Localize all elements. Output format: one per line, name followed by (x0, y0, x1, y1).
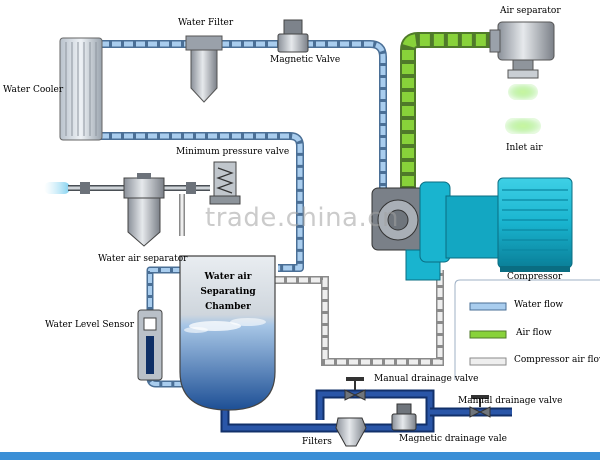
magnetic-drainage-valve (391, 403, 417, 431)
label-water-filter: Water Filter (178, 18, 234, 28)
magnetic-valve (277, 19, 309, 53)
water-air-separator (44, 173, 210, 247)
label-manual-drainage-valve-2: Manual drainage valve (458, 396, 563, 406)
bottom-bar (0, 452, 600, 460)
water-level-sensor (137, 309, 163, 381)
separating-chamber (179, 255, 276, 411)
minimum-pressure-valve (209, 161, 241, 205)
watermark: trade.china.cn (205, 203, 400, 233)
label-water-level-sensor: Water Level Sensor (45, 320, 135, 330)
label-chamber-line-2: Separating (200, 287, 256, 297)
label-air-separator: Air separator (500, 6, 561, 16)
air-pipe (400, 32, 498, 200)
legend-swatch-compressor-air (469, 357, 507, 366)
label-filters: Filters (302, 437, 332, 447)
label-magnetic-valve: Magnetic Valve (270, 55, 341, 65)
label-compressor: Compressor (507, 272, 563, 282)
legend-swatch-water (469, 302, 507, 311)
legend-label-compressor-air-flow: Compressor air flow (514, 355, 600, 365)
label-inlet-air: Inlet air (506, 143, 543, 153)
label-water-air-separator: Water air separator (98, 254, 188, 264)
label-manual-drainage-valve-1: Manual drainage valve (374, 374, 479, 384)
compressor (371, 177, 573, 281)
label-magnetic-drainage-valve: Magnetic drainage vale (399, 434, 507, 444)
manual-drainage-valve-right (469, 395, 491, 418)
water-cooler (59, 37, 103, 141)
label-water-cooler: Water Cooler (3, 85, 64, 95)
compressor-air-pipes (179, 194, 444, 366)
air-separator (489, 21, 555, 134)
water-filter (185, 35, 223, 103)
label-minimum-pressure-valve: Minimum pressure valve (176, 147, 290, 157)
legend-label-air-flow: Air flow (516, 328, 552, 338)
water-pipes (100, 40, 387, 388)
label-chamber-line-3: Chamber (205, 302, 251, 312)
legend (454, 279, 600, 380)
label-chamber-line-1: Water air (204, 272, 252, 282)
drain-filter (335, 417, 367, 447)
legend-swatch-air (469, 330, 507, 339)
legend-label-water-flow: Water flow (514, 300, 564, 310)
manual-drainage-valve-left (344, 377, 366, 401)
